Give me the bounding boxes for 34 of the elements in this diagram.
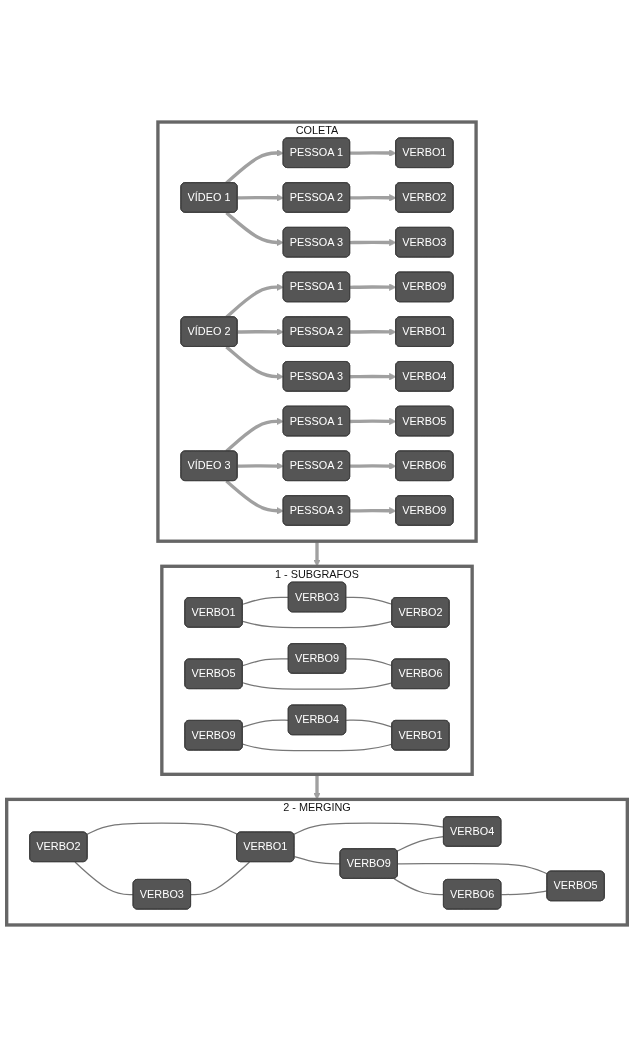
arrow (225, 479, 284, 515)
connector (293, 822, 445, 835)
arrow (350, 417, 397, 426)
arrow (237, 462, 284, 470)
connector (397, 862, 549, 875)
connector (396, 835, 445, 852)
connector (345, 719, 393, 728)
connector (242, 620, 393, 629)
arrow (313, 541, 321, 567)
arrow (350, 462, 397, 470)
connector (393, 878, 445, 896)
arrow (350, 328, 397, 336)
connector (345, 658, 393, 667)
connector (345, 596, 393, 605)
connector (242, 743, 393, 752)
arrow (313, 774, 321, 800)
connector (86, 822, 239, 835)
connector (242, 719, 290, 728)
connector (242, 596, 290, 605)
connector (190, 861, 251, 896)
arrow (350, 149, 397, 157)
arrow (225, 345, 284, 381)
arrow (225, 211, 284, 247)
arrow (237, 328, 284, 336)
arrow (350, 507, 397, 515)
arrow (350, 238, 397, 247)
arrow (350, 283, 397, 291)
arrow (237, 194, 284, 202)
connector (242, 682, 393, 690)
connector (242, 658, 290, 667)
arrow (350, 194, 397, 202)
arrow (350, 372, 397, 381)
connector (500, 890, 548, 896)
connector (74, 861, 135, 896)
